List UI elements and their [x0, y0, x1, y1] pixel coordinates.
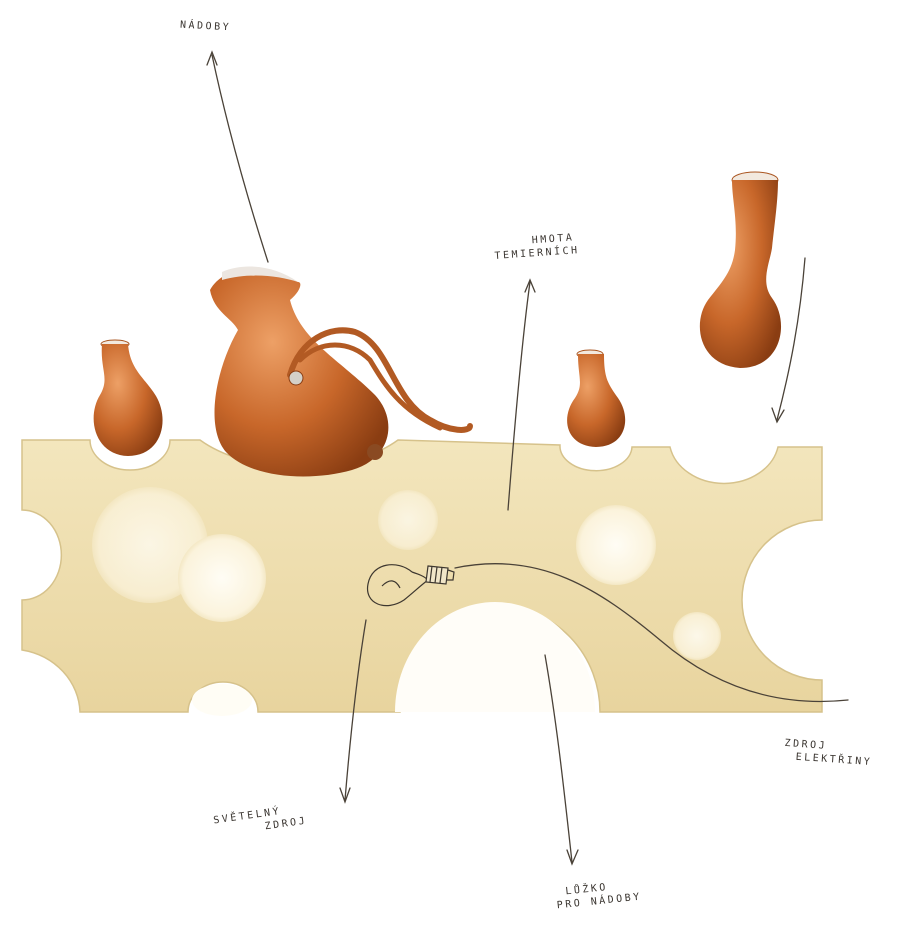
vase-small-center — [567, 350, 625, 447]
arrowhead-bed — [567, 850, 578, 864]
cheese-slab — [22, 440, 822, 716]
label-vessels: NÁDOBY — [180, 19, 232, 35]
arrow-vessels — [212, 55, 268, 262]
arrowhead-vessels — [207, 52, 217, 65]
arrow-bottle — [777, 258, 805, 420]
vase-small-left — [94, 340, 163, 456]
bottle-tall-right — [700, 172, 781, 368]
